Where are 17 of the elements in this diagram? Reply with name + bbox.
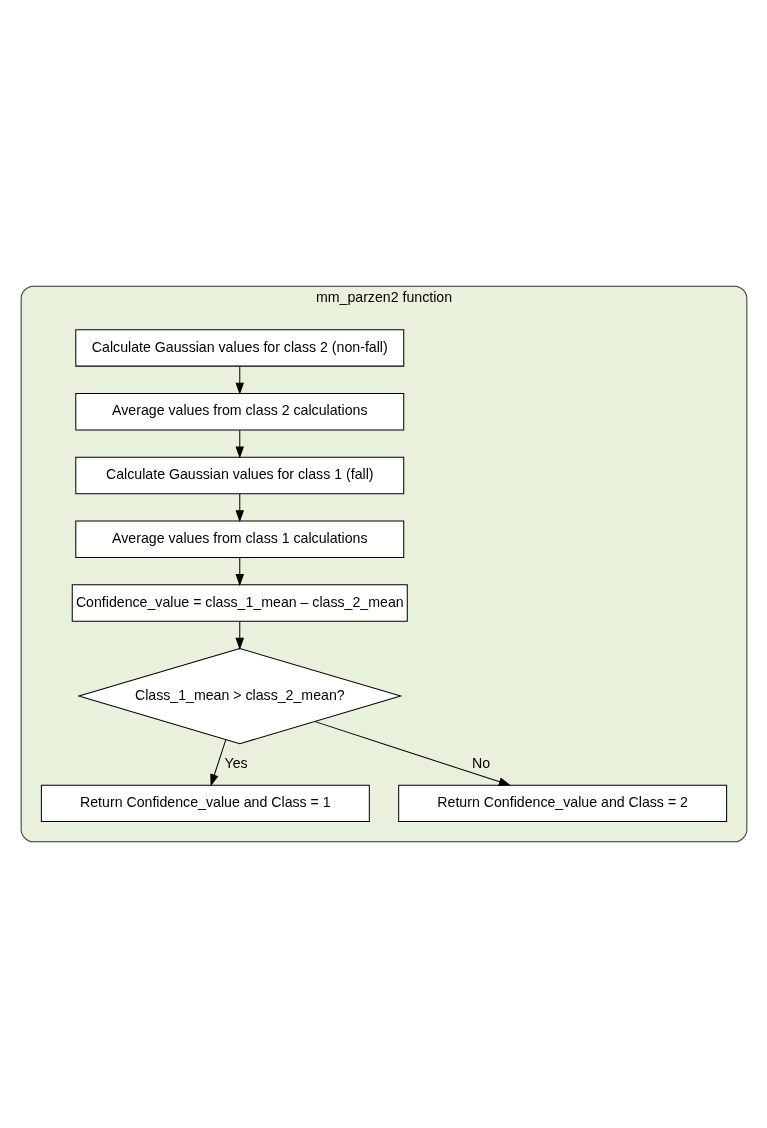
arrow: [235, 557, 244, 587]
arrow: [235, 493, 244, 523]
node-box: Confidence_value = class_1_mean – class_2_mean: [71, 584, 408, 622]
node-box: Return Confidence_value and Class = 2: [397, 784, 727, 823]
arrow: [235, 429, 244, 459]
node-box: Average values from class 2 calculations: [74, 392, 404, 431]
arrow: [314, 721, 511, 786]
arrow: [235, 365, 244, 395]
node-box: Calculate Gaussian values for class 2 (non-fall): [74, 329, 404, 367]
node-box: Calculate Gaussian values for class 1 (fall): [74, 456, 404, 495]
edge-label: Yes: [224, 755, 248, 772]
node-box: Average values from class 1 calculations: [74, 520, 404, 558]
arrow: [235, 621, 244, 650]
edge-label: No: [471, 755, 490, 772]
node-box: Return Confidence_value and Class = 1: [40, 784, 370, 823]
arrow: [209, 739, 226, 787]
node-diamond: Class_1_mean > class_2_mean?: [76, 648, 402, 745]
